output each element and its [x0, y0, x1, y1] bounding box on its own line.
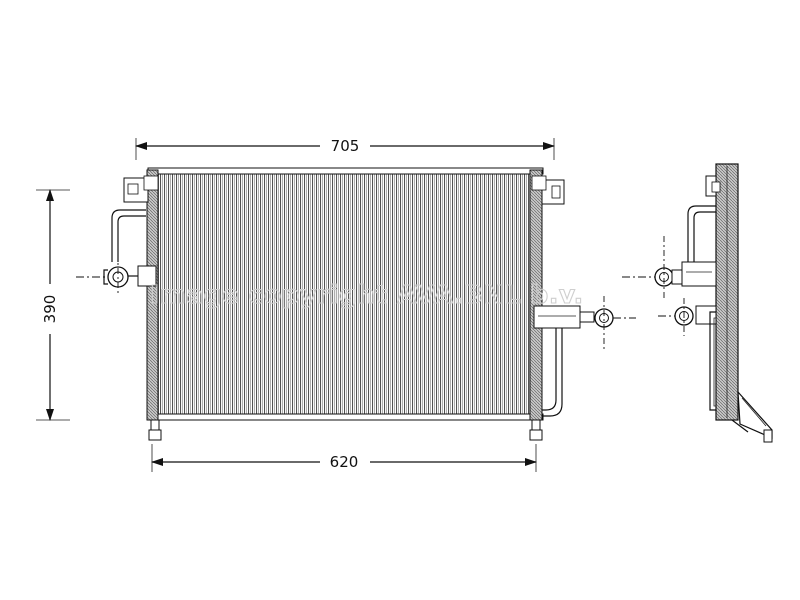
side-view — [622, 163, 773, 443]
dimension-height: 390 — [36, 189, 70, 421]
left-inlet-pipe — [76, 209, 157, 296]
dimension-width-label: 705 — [331, 137, 360, 155]
dimension-width: 705 — [135, 137, 555, 160]
dimension-core-width: 620 — [151, 444, 537, 472]
bottom-right-foot — [529, 419, 543, 441]
right-top-bracket — [531, 175, 565, 205]
condenser-core — [147, 167, 544, 421]
left-top-bracket — [123, 175, 159, 203]
watermark-text: Image copyright AVA.BNL b.v. — [150, 280, 584, 309]
dimension-core-width-label: 620 — [330, 453, 359, 471]
right-outlet-pipe — [533, 296, 636, 417]
dimension-height-label: 390 — [41, 295, 59, 324]
bottom-left-foot — [148, 419, 162, 441]
